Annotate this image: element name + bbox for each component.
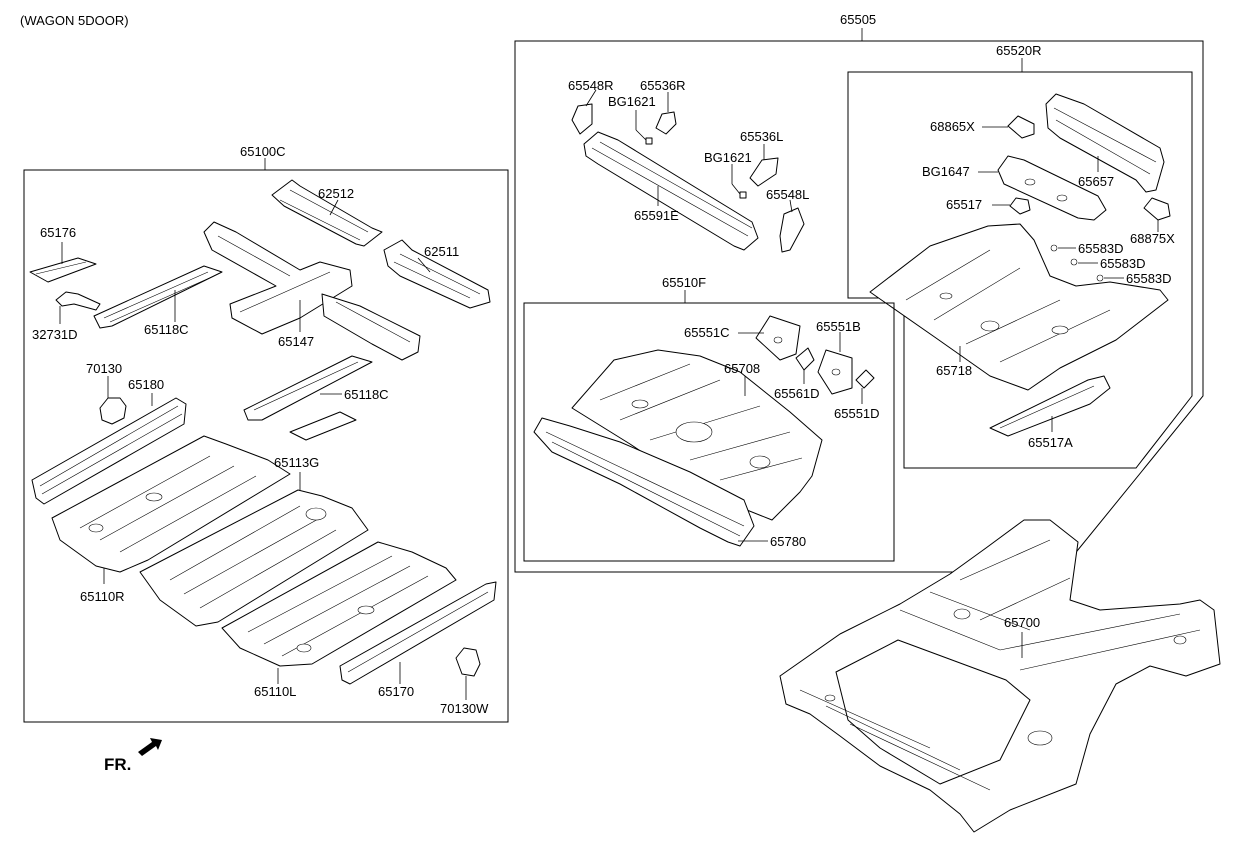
- group-65505: 65505 65548R 65536R BG1621 65591E: [514, 12, 1204, 573]
- group-65100c-frame: [23, 169, 509, 723]
- label-65548r[interactable]: 65548R: [568, 78, 614, 93]
- label-70130w[interactable]: 70130W: [440, 701, 489, 716]
- part-65548l[interactable]: [779, 199, 805, 253]
- label-65551d[interactable]: 65551D: [834, 406, 880, 421]
- label-bg1621-a[interactable]: BG1621: [608, 94, 656, 109]
- label-65110l[interactable]: 65110L: [254, 684, 296, 699]
- label-bg1647[interactable]: BG1647: [922, 164, 970, 179]
- label-65700[interactable]: 65700: [1004, 615, 1040, 630]
- label-65176[interactable]: 65176: [40, 225, 76, 240]
- label-65780[interactable]: 65780: [770, 534, 806, 549]
- label-65708[interactable]: 65708: [724, 361, 760, 376]
- part-65551c[interactable]: [738, 315, 801, 361]
- part-70130w[interactable]: [455, 647, 481, 700]
- part-32731d[interactable]: [55, 291, 101, 324]
- part-65583d-a[interactable]: [1050, 244, 1076, 252]
- label-65118c-upper[interactable]: 65118C: [144, 322, 189, 337]
- label-65657[interactable]: 65657: [1078, 174, 1114, 189]
- label-65517[interactable]: 65517: [946, 197, 982, 212]
- label-65517a[interactable]: 65517A: [1028, 435, 1073, 450]
- part-65551d[interactable]: [855, 369, 875, 404]
- front-direction-label: FR.: [104, 755, 131, 774]
- label-65583d-a[interactable]: 65583D: [1078, 241, 1124, 256]
- group-label-65520r[interactable]: 65520R: [996, 43, 1042, 58]
- label-65118c-lower[interactable]: 65118C: [344, 387, 389, 402]
- part-65551b[interactable]: [817, 332, 853, 395]
- group-65510f: 65510F 65551C 65551B 65561D: [523, 275, 895, 562]
- part-65591e[interactable]: [583, 131, 759, 251]
- group-label-65510f[interactable]: 65510F: [662, 275, 706, 290]
- label-bg1621-b[interactable]: BG1621: [704, 150, 752, 165]
- group-label-65100c[interactable]: 65100C: [240, 144, 286, 159]
- group-65510f-frame: [523, 302, 895, 562]
- label-65583d-c[interactable]: 65583D: [1126, 271, 1172, 286]
- label-65180[interactable]: 65180: [128, 377, 164, 392]
- label-65551c[interactable]: 65551C: [684, 325, 730, 340]
- part-65110r[interactable]: [51, 435, 291, 584]
- part-65110l[interactable]: [221, 541, 457, 684]
- label-65536l[interactable]: 65536L: [740, 129, 783, 144]
- part-65147[interactable]: [203, 221, 421, 361]
- part-70130[interactable]: [99, 376, 127, 425]
- part-65536r[interactable]: [655, 92, 677, 135]
- part-65517a[interactable]: [989, 375, 1111, 437]
- label-68865x[interactable]: 68865X: [930, 119, 975, 134]
- group-65520r-frame: [847, 71, 1193, 469]
- part-65561d[interactable]: [795, 347, 815, 384]
- label-65561d[interactable]: 65561D: [774, 386, 820, 401]
- label-65551b[interactable]: 65551B: [816, 319, 861, 334]
- label-65147[interactable]: 65147: [278, 334, 314, 349]
- part-bg1621-a[interactable]: [635, 110, 653, 145]
- group-65520r: 65520R 68865X 65657 BG1647: [847, 43, 1193, 469]
- label-62512[interactable]: 62512: [318, 186, 354, 201]
- part-65170[interactable]: [339, 581, 497, 685]
- part-bg1621-b[interactable]: [731, 164, 747, 199]
- label-68875x[interactable]: 68875X: [1130, 231, 1175, 246]
- part-65176[interactable]: [29, 242, 97, 283]
- part-62511[interactable]: [383, 239, 491, 309]
- group-label-65505[interactable]: 65505: [840, 12, 876, 27]
- part-65780[interactable]: [533, 417, 768, 547]
- part-65536l[interactable]: [749, 144, 779, 187]
- label-65113g[interactable]: 65113G: [274, 455, 319, 470]
- part-65113g[interactable]: [139, 472, 369, 627]
- part-bg1647[interactable]: [978, 155, 1107, 221]
- part-68875x[interactable]: [1143, 197, 1171, 232]
- label-65110r[interactable]: 65110R: [80, 589, 125, 604]
- label-62511[interactable]: 62511: [424, 244, 459, 259]
- group-65505-frame: [514, 40, 1204, 573]
- part-65118c-lower[interactable]: [243, 355, 373, 441]
- label-65583d-b[interactable]: 65583D: [1100, 256, 1146, 271]
- label-65591e[interactable]: 65591E: [634, 208, 679, 223]
- label-70130[interactable]: 70130: [86, 361, 122, 376]
- label-65548l[interactable]: 65548L: [766, 187, 809, 202]
- group-65100c: 65100C 62512 65176 62511 32731D: [23, 144, 509, 723]
- part-65548r[interactable]: [571, 89, 597, 135]
- part-62512[interactable]: [271, 179, 383, 247]
- part-65118c-upper[interactable]: [93, 265, 223, 329]
- label-32731d[interactable]: 32731D: [32, 327, 78, 342]
- label-65170[interactable]: 65170: [378, 684, 414, 699]
- part-65583d-c[interactable]: [1096, 274, 1124, 282]
- part-65517[interactable]: [992, 197, 1031, 215]
- front-direction-marker: FR.: [104, 738, 162, 774]
- part-65180[interactable]: [31, 393, 187, 505]
- part-65700[interactable]: [779, 519, 1221, 833]
- part-65583d-b[interactable]: [1070, 258, 1098, 266]
- part-65718[interactable]: [869, 223, 1169, 391]
- label-65536r[interactable]: 65536R: [640, 78, 686, 93]
- part-65657[interactable]: [1045, 93, 1165, 193]
- variant-title: (WAGON 5DOOR): [20, 13, 129, 28]
- label-65718[interactable]: 65718: [936, 363, 972, 378]
- part-68865x[interactable]: [982, 115, 1035, 139]
- arrow-icon: [138, 738, 162, 756]
